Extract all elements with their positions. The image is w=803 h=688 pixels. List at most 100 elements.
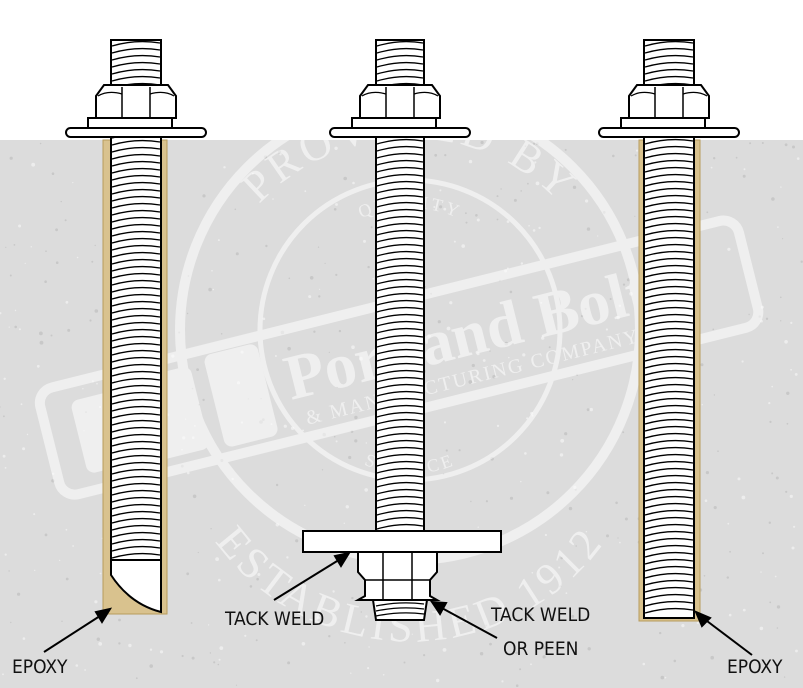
thread-line — [111, 335, 161, 342]
concrete-speck — [335, 273, 338, 276]
concrete-speck — [700, 363, 704, 367]
concrete-speck — [524, 452, 527, 455]
thread-line — [376, 299, 424, 306]
concrete-speck — [681, 624, 685, 628]
concrete-speck — [528, 613, 532, 617]
concrete-speck — [533, 142, 536, 145]
thread-line — [644, 159, 694, 166]
concrete-speck — [257, 573, 261, 576]
concrete-speck — [742, 608, 746, 612]
thread-line — [644, 530, 694, 537]
concrete-speck — [394, 622, 396, 624]
concrete-speck — [704, 499, 708, 503]
concrete-speck — [44, 280, 47, 284]
thread-line — [376, 173, 424, 180]
concrete-speck — [748, 313, 750, 316]
concrete-speck — [14, 309, 17, 312]
thread-line — [644, 488, 694, 495]
thread-line — [376, 474, 424, 481]
label-epoxy-left: EPOXY — [12, 656, 68, 678]
concrete-speck — [513, 198, 517, 202]
thread-line — [376, 439, 424, 446]
concrete-speck — [187, 471, 190, 475]
concrete-speck — [218, 658, 221, 661]
thread-line — [376, 376, 424, 383]
thread-line — [111, 391, 161, 398]
thread-line — [111, 482, 161, 489]
thread-line — [376, 362, 424, 369]
concrete-speck — [519, 668, 522, 671]
concrete-speck — [706, 211, 709, 214]
concrete-speck — [60, 200, 62, 203]
concrete-speck — [18, 224, 22, 228]
thread-line — [111, 272, 161, 279]
concrete-speck — [789, 494, 793, 498]
hex-nut-base — [620, 117, 706, 129]
thread-line — [644, 474, 694, 481]
concrete-speck — [480, 140, 484, 145]
thread-line — [644, 432, 694, 439]
concrete-speck — [790, 368, 792, 371]
label-tack-weld-or-peen-line1: TACK WELD — [490, 604, 590, 626]
concrete-speck — [318, 295, 321, 298]
thread-line — [111, 209, 161, 216]
thread-line — [644, 418, 694, 425]
concrete-speck — [558, 566, 561, 569]
thread-line — [644, 61, 694, 68]
concrete-speck — [489, 350, 491, 352]
thread-line — [111, 216, 161, 223]
hex-nut-base — [87, 117, 173, 129]
concrete-speck — [39, 142, 42, 145]
concrete-speck — [509, 496, 514, 500]
concrete-speck — [350, 672, 352, 674]
concrete-speck — [705, 471, 710, 475]
anchor-bolt-left-epoxy — [110, 39, 162, 561]
concrete-speck — [89, 319, 92, 322]
concrete-speck — [249, 585, 253, 588]
concrete-speck — [444, 154, 447, 157]
thread-line — [111, 545, 161, 552]
thread-line — [111, 195, 161, 202]
thread-line — [111, 279, 161, 286]
thread-line — [644, 376, 694, 383]
thread-line — [376, 327, 424, 334]
thread-line — [111, 510, 161, 517]
concrete-speck — [197, 551, 199, 554]
thread-line — [644, 502, 694, 509]
concrete-speck — [713, 157, 716, 160]
concrete-speck — [727, 247, 731, 251]
thread-line — [111, 475, 161, 482]
thread-line — [644, 523, 694, 530]
thread-line — [376, 467, 424, 474]
thread-line — [376, 411, 424, 418]
thread-line — [644, 173, 694, 180]
concrete-speck — [696, 621, 700, 625]
concrete-speck — [433, 206, 436, 208]
concrete-speck — [351, 345, 355, 350]
concrete-speck — [509, 290, 513, 294]
concrete-speck — [65, 300, 69, 304]
concrete-speck — [321, 469, 324, 471]
concrete-speck — [471, 363, 475, 368]
concrete-speck — [735, 156, 738, 159]
concrete-speck — [777, 226, 779, 228]
concrete-speck — [338, 329, 342, 333]
concrete-speck — [791, 546, 795, 550]
thread-line — [376, 180, 424, 187]
concrete-speck — [118, 618, 121, 622]
concrete-speck — [235, 252, 239, 256]
concrete-speck — [771, 472, 774, 475]
thread-line — [111, 461, 161, 468]
thread-line — [644, 306, 694, 313]
thread-line — [644, 292, 694, 299]
concrete-speck — [319, 288, 321, 290]
concrete-speck — [780, 320, 782, 322]
thread-line — [644, 404, 694, 411]
thread-line — [111, 47, 161, 54]
thread-line — [376, 418, 424, 425]
concrete-speck — [76, 256, 79, 259]
thread-line — [111, 68, 161, 75]
concrete-speck — [94, 309, 99, 313]
concrete-speck — [749, 142, 752, 145]
